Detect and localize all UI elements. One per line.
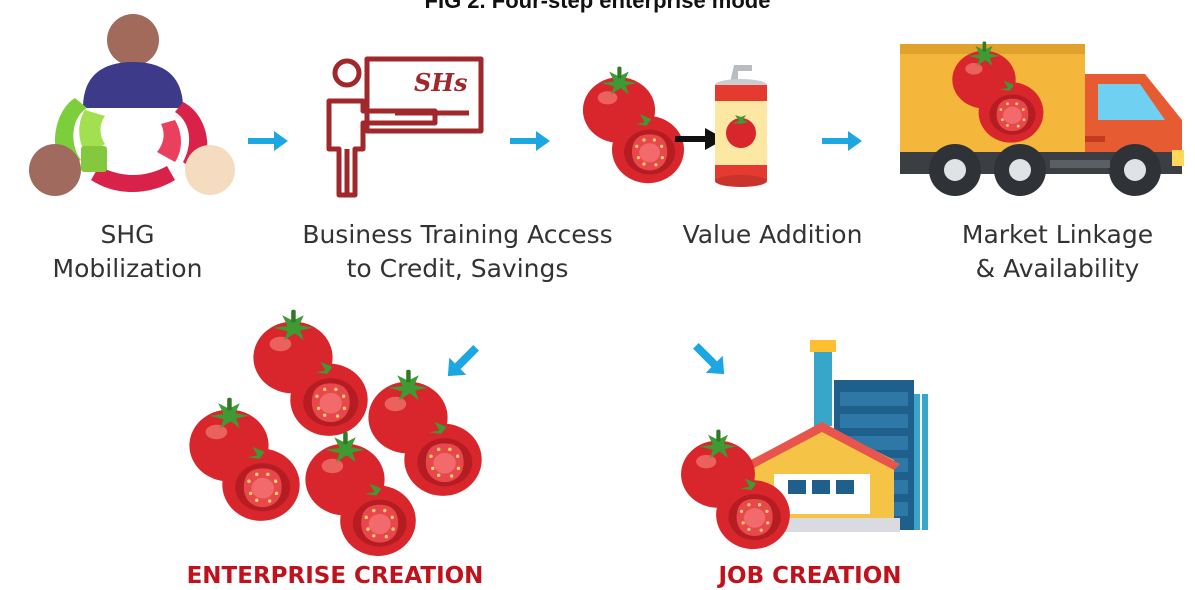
tomato-half-icon	[286, 355, 372, 441]
figure-title: FIG 2. Four-step enterprise mode	[424, 0, 771, 13]
diagonal-arrow-icon	[447, 345, 479, 377]
step-label-training: Business Training Access to Credit, Savi…	[302, 220, 613, 283]
tomato-half-icon	[975, 75, 1047, 147]
truck-icon	[900, 44, 1184, 196]
outcome-enterprise-creation: ENTERPRISE CREATION	[186, 563, 484, 589]
tomato-half-icon	[218, 440, 304, 526]
tomato-half-icon	[336, 477, 420, 561]
step-label-value-addition: Value Addition	[682, 220, 863, 249]
training-presenter-icon	[326, 56, 484, 198]
diagonal-arrow-icon	[693, 343, 725, 375]
step-label-shg: SHG Mobilization	[52, 220, 203, 283]
flow-arrow-icon	[510, 131, 550, 151]
tomato-half-icon	[712, 472, 794, 554]
board-text: SHs	[414, 68, 468, 97]
outcome-job-creation: JOB CREATION	[718, 563, 902, 589]
tomato-can-icon	[715, 65, 767, 187]
factory-icon	[744, 340, 928, 532]
flow-arrow-icon	[248, 131, 288, 151]
shg-group-icon	[29, 14, 235, 196]
flow-arrow-icon	[822, 131, 862, 151]
step-label-market: Market Linkage & Availability	[961, 220, 1154, 283]
black-arrow-icon	[675, 128, 725, 150]
